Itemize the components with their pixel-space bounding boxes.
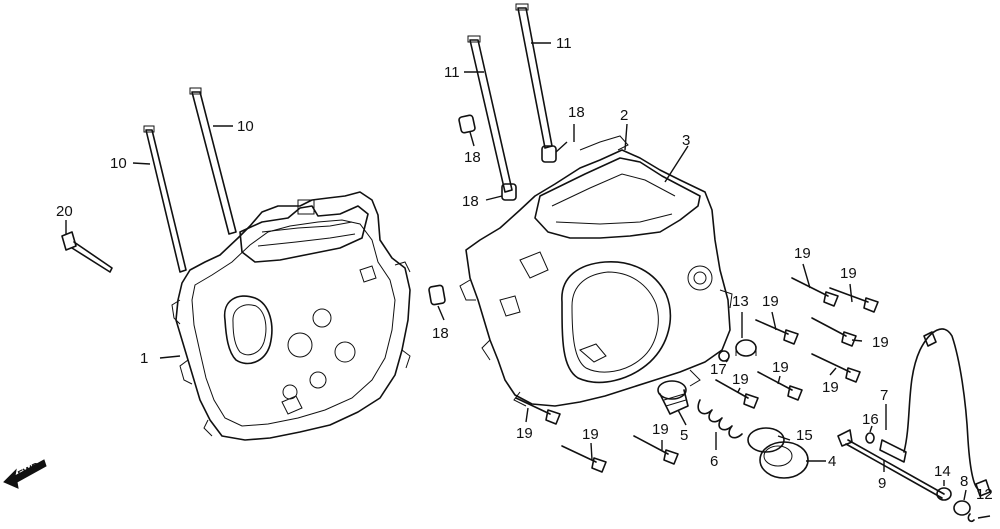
- callout-16: 16: [862, 411, 879, 428]
- callout-12: 12: [976, 486, 993, 503]
- oil-switch-7: [879, 328, 991, 497]
- bolt-19-c: [755, 319, 799, 345]
- plug-13: [735, 339, 757, 357]
- callout-19-j: 19: [652, 421, 669, 438]
- callout-19-g: 19: [732, 371, 749, 388]
- callout-19-c: 19: [762, 293, 779, 310]
- right-crankcase-half: [459, 135, 733, 407]
- nut-8: [953, 500, 971, 516]
- bolt-20: [61, 231, 113, 273]
- callout-19-i: 19: [582, 426, 599, 443]
- callout-10-rear: 10: [237, 118, 254, 135]
- callout-19-a: 19: [794, 245, 811, 262]
- callout-18-c: 18: [462, 193, 479, 210]
- callout-10-front: 10: [110, 155, 127, 172]
- callout-4: 4: [828, 453, 836, 470]
- clip-12: [967, 513, 975, 523]
- callout-9: 9: [878, 475, 886, 492]
- oil-strainer-5: [657, 380, 689, 415]
- dowel-pin-18a: [458, 114, 476, 134]
- bolt-19-b: [829, 287, 879, 313]
- callout-1: 1: [140, 350, 148, 367]
- bolt-19-d: [811, 317, 857, 347]
- stud-bolt-11-rear: [515, 3, 553, 149]
- callout-8: 8: [960, 473, 968, 490]
- left-crankcase-half: [171, 191, 411, 441]
- callout-6: 6: [710, 453, 718, 470]
- spring-6: [697, 399, 743, 439]
- bolt-9: [837, 429, 945, 499]
- dowel-pin-18d: [428, 284, 446, 306]
- callout-labels: 1 2 3 4 5 6 7 8 9 10 10 11 11 12 13 14 1…: [56, 35, 993, 503]
- bolt-19-i: [561, 445, 607, 473]
- callout-19-d: 19: [872, 334, 889, 351]
- cap-4: [759, 441, 809, 479]
- callout-19-e: 19: [772, 359, 789, 376]
- forward-direction-arrow: FWD: [3, 459, 47, 489]
- o-ring-15: [747, 427, 785, 453]
- switch-16: [865, 432, 875, 444]
- callout-18-a: 18: [464, 149, 481, 166]
- bolt-19-f: [757, 371, 803, 401]
- leader-lines: [65, 42, 991, 519]
- stud-bolt-10-front: [143, 125, 187, 273]
- dowel-pin-18c: [501, 183, 517, 201]
- callout-19-f: 19: [822, 379, 839, 396]
- callout-11-front: 11: [444, 64, 460, 81]
- callout-20: 20: [56, 203, 73, 220]
- dowel-pin-18b: [541, 145, 557, 163]
- fwd-label: FWD: [16, 461, 41, 481]
- callout-2: 2: [620, 107, 628, 124]
- callout-15: 15: [796, 427, 813, 444]
- bolt-19-a: [791, 277, 839, 307]
- bolt-19-j: [633, 435, 679, 465]
- callout-19-h: 19: [516, 425, 533, 442]
- callout-11-rear: 11: [556, 35, 572, 52]
- callout-17: 17: [710, 361, 727, 378]
- callout-19-b: 19: [840, 265, 857, 282]
- callout-13: 13: [732, 293, 749, 310]
- callout-18-b: 18: [568, 104, 585, 121]
- bolt-19-h: [515, 397, 561, 425]
- callout-5: 5: [680, 427, 688, 444]
- callout-3: 3: [682, 132, 690, 149]
- callout-14: 14: [934, 463, 951, 480]
- washer-17: [718, 350, 730, 362]
- stud-bolt-10-rear: [189, 87, 237, 235]
- washer-14: [936, 487, 952, 501]
- bolt-19-g: [715, 379, 759, 409]
- bolt-19-e: [811, 353, 861, 383]
- stud-bolt-11-front: [467, 35, 513, 193]
- callout-18-d: 18: [432, 325, 449, 342]
- callout-7: 7: [880, 387, 888, 404]
